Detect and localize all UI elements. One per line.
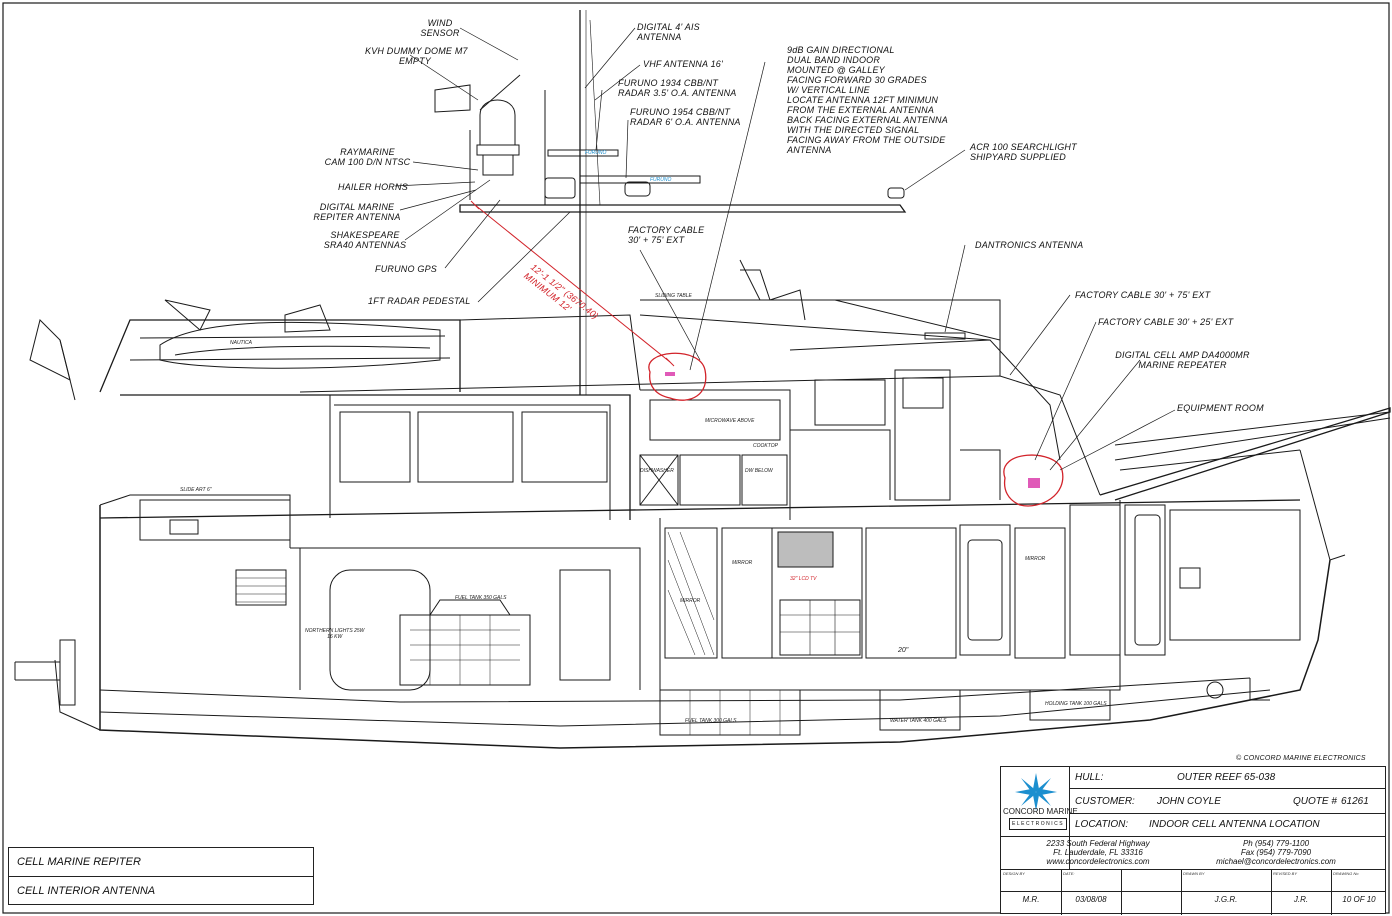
address: 2233 South Federal Highway Ft. Lauderdal… [1046, 839, 1150, 866]
date-label: DATE: [1063, 871, 1075, 876]
drawn-by-label: DRAWN BY [1183, 871, 1205, 876]
label-furuno-gps: FURUNO GPS [375, 264, 438, 274]
company-sub: ELECTRONICS [1009, 818, 1068, 830]
interior-holding-tank: HOLDING TANK 100 GALS [1045, 701, 1107, 707]
label-directional-antenna: 9dB GAIN DIRECTIONAL DUAL BAND INDOOR MO… [787, 45, 948, 155]
label-radar-pedestal: 1FT RADAR PEDESTAL [368, 296, 471, 306]
interior-mirror-1: MIRROR [732, 560, 753, 566]
interior-antenna-marker [665, 372, 675, 376]
interior-slide-art: SLIDE ART 6" [180, 487, 212, 493]
legend: CELL MARINE REPITER CELL INTERIOR ANTENN… [8, 847, 314, 905]
interior-cooktop: COOKTOP [753, 443, 778, 449]
label-digital-marine-antenna: DIGITAL MARINE REPITER ANTENNA [313, 202, 401, 222]
label-furuno-1954: FURUNO 1954 CBB/NT RADAR 6' O.A. ANTENNA [630, 107, 741, 127]
customer-value: JOHN COYLE [1157, 796, 1221, 807]
label-furuno-large-array: FURUNO [650, 177, 672, 183]
design-by-label: DESIGN BY [1003, 871, 1025, 876]
customer-label: CUSTOMER: [1075, 796, 1135, 807]
revised-by: J.R. [1293, 895, 1309, 904]
interior-tv: 32" LCD TV [790, 576, 817, 582]
contact: Ph (954) 779-1100 Fax (954) 779-7090 mic… [1216, 839, 1336, 866]
design-by: M.R. [1022, 895, 1040, 904]
interior-dishwasher: DISHWASHER [640, 468, 674, 474]
interior-mirror-3: MIRROR [680, 598, 701, 604]
label-ais-antenna: DIGITAL 4' AIS ANTENNA [637, 22, 700, 42]
label-equipment-room: EQUIPMENT ROOM [1177, 403, 1264, 413]
interior-dim-20: 20" [898, 647, 909, 654]
label-dantronics: DANTRONICS ANTENNA [975, 240, 1084, 250]
interior-northern-lights: NORTHERN LIGHTS 25W 16 KW [305, 628, 365, 640]
label-furuno-small-array: FURUNO [585, 150, 607, 156]
label-furuno-1934: FURUNO 1934 CBB/NT RADAR 3.5' O.A. ANTEN… [618, 78, 737, 98]
label-wind-sensor: WIND SENSOR [420, 18, 460, 38]
label-kvh-dome: KVH DUMMY DOME M7 EMPTY [365, 46, 468, 66]
label-raymarine-cam: RAYMARINE CAM 100 D/N NTSC [324, 147, 411, 167]
legend-item-interior-antenna: CELL INTERIOR ANTENNA [17, 885, 156, 897]
drawing-no: 10 OF 10 [1342, 895, 1376, 904]
revised-by-label: REVISED BY [1273, 871, 1298, 876]
label-shakespeare: SHAKESPEARE SRA40 ANTENNAS [323, 230, 407, 250]
drawing-no-label: DRAWING No [1333, 871, 1359, 876]
label-factory-cable-75: FACTORY CABLE 30' + 75' EXT [1075, 290, 1211, 300]
title-block: CONCORD MARINE ELECTRONICS HULL: OUTER R… [1000, 766, 1386, 915]
label-vhf-antenna: VHF ANTENNA 16' [643, 59, 723, 69]
interior-fuel-tank-bottom: FUEL TANK 300 GALS [685, 718, 737, 724]
interior-sliding-table: SLIDING TABLE [655, 293, 692, 299]
quote-value: 61261 [1341, 796, 1369, 807]
location-label: LOCATION: [1075, 819, 1129, 830]
quote-label: QUOTE # [1293, 796, 1337, 807]
interior-mirror-2: MIRROR [1025, 556, 1046, 562]
compass-star-icon [1015, 773, 1057, 811]
legend-item-repeater: CELL MARINE REPITER [17, 856, 141, 868]
company-name: CONCORD MARINE [1003, 807, 1078, 816]
interior-nautica: NAUTICA [230, 340, 252, 346]
label-acr-searchlight: ACR 100 SEARCHLIGHT SHIPYARD SUPPLIED [970, 142, 1077, 162]
date: 03/08/08 [1075, 895, 1107, 904]
label-cell-amp: DIGITAL CELL AMP DA4000MR MARINE REPEATE… [1115, 350, 1250, 370]
hull-value: OUTER REEF 65-038 [1177, 772, 1276, 783]
label-hailer-horns: HAILER HORNS [338, 182, 408, 192]
interior-dw-below: DW BELOW [745, 468, 773, 474]
drawn-by: J.G.R. [1214, 895, 1238, 904]
copyright-notice: © CONCORD MARINE ELECTRONICS [1236, 755, 1366, 762]
label-factory-cable-top: FACTORY CABLE 30' + 75' EXT [628, 225, 705, 245]
interior-water-tank: WATER TANK 400 GALS [890, 718, 947, 724]
label-factory-cable-25: FACTORY CABLE 30' + 25' EXT [1098, 317, 1234, 327]
hull-label: HULL: [1075, 772, 1104, 783]
repeater-marker [1028, 478, 1040, 488]
interior-fuel-tank-top: FUEL TANK 350 GALS [455, 595, 507, 601]
interior-microwave: MICROWAVE ABOVE [705, 418, 755, 424]
location-value: INDOOR CELL ANTENNA LOCATION [1149, 819, 1320, 830]
